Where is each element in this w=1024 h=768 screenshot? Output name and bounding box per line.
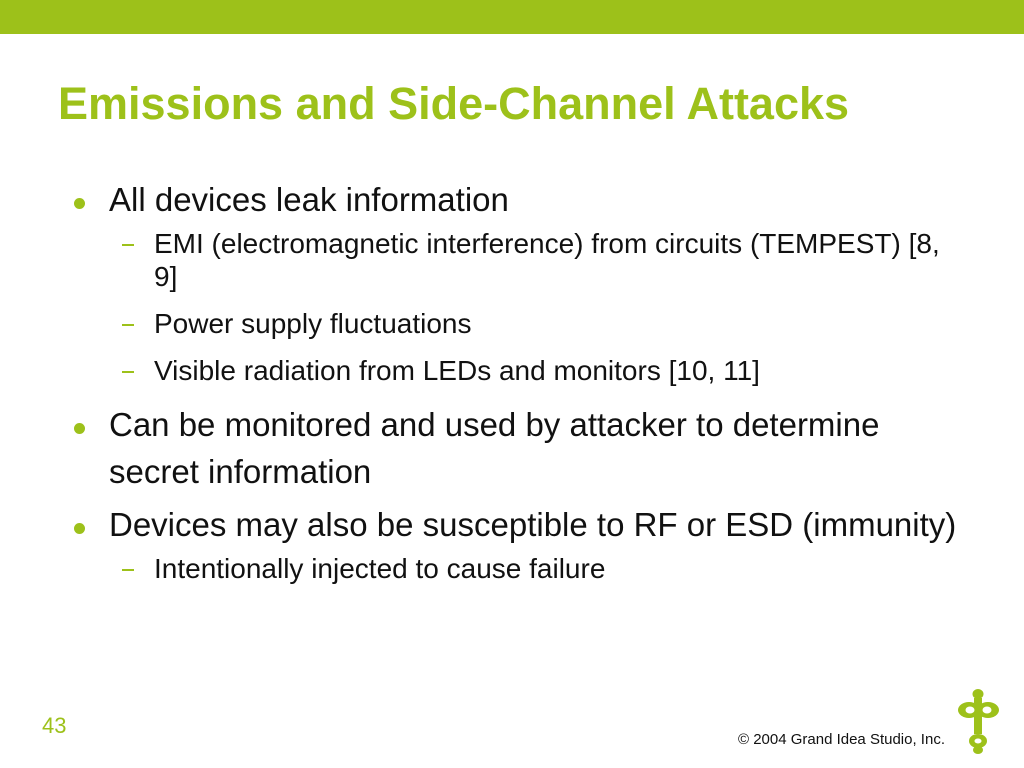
- sub-bullet-item: Visible radiation from LEDs and monitors…: [109, 354, 970, 387]
- bullet-item: All devices leak information EMI (electr…: [70, 176, 970, 387]
- dash-icon: [122, 244, 134, 246]
- sub-bullet-item: Power supply fluctuations: [109, 307, 970, 340]
- bullet-dot-icon: [74, 198, 85, 209]
- sub-bullet-text: EMI (electromagnetic interference) from …: [154, 228, 940, 292]
- slide-title: Emissions and Side-Channel Attacks: [58, 78, 850, 129]
- sub-bullet-list: Intentionally injected to cause failure: [109, 552, 970, 585]
- dash-icon: [122, 324, 134, 326]
- sub-bullet-list: EMI (electromagnetic interference) from …: [109, 227, 970, 387]
- bullet-text: All devices leak information: [109, 181, 509, 218]
- bullet-text: Can be monitored and used by attacker to…: [109, 406, 880, 490]
- sub-bullet-text: Visible radiation from LEDs and monitors…: [154, 355, 760, 386]
- top-accent-bar: [0, 0, 1024, 34]
- bullet-item: Can be monitored and used by attacker to…: [70, 401, 970, 495]
- bullet-list: All devices leak information EMI (electr…: [70, 176, 970, 599]
- page-number: 43: [42, 713, 67, 738]
- dash-icon: [122, 569, 134, 571]
- bullet-dot-icon: [74, 523, 85, 534]
- bullet-item: Devices may also be susceptible to RF or…: [70, 501, 970, 585]
- sub-bullet-text: Power supply fluctuations: [154, 308, 472, 339]
- grand-idea-studio-logo-icon: [958, 689, 999, 754]
- bullet-dot-icon: [74, 423, 85, 434]
- dash-icon: [122, 371, 134, 373]
- sub-bullet-text: Intentionally injected to cause failure: [154, 553, 606, 584]
- bullet-text: Devices may also be susceptible to RF or…: [109, 506, 957, 543]
- sub-bullet-item: EMI (electromagnetic interference) from …: [109, 227, 970, 293]
- sub-bullet-item: Intentionally injected to cause failure: [109, 552, 970, 585]
- copyright-text: © 2004 Grand Idea Studio, Inc.: [737, 731, 945, 748]
